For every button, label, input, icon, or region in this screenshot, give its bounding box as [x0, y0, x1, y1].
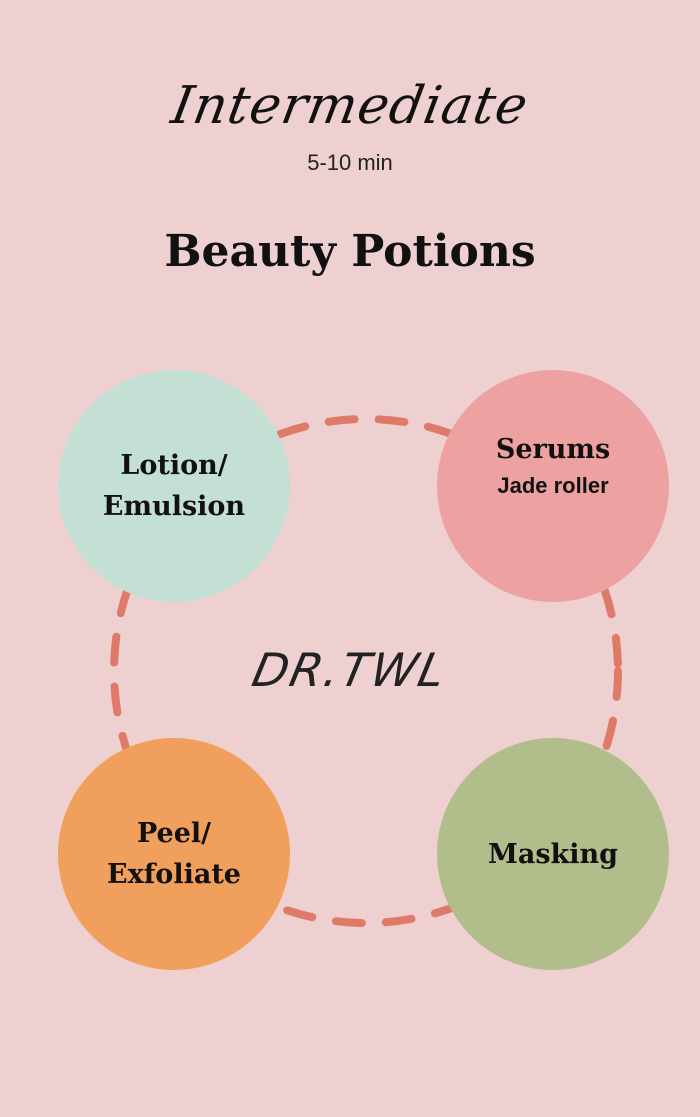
- brand-signature: DR.TWL: [247, 643, 453, 697]
- step-label: Peel/ Exfoliate: [107, 818, 241, 890]
- step-masking: Masking: [437, 738, 669, 970]
- step-label: Masking: [487, 838, 619, 870]
- step-serums: Serums Jade roller: [437, 370, 669, 602]
- step-label: Serums: [495, 433, 611, 465]
- duration-label: 5-10 min: [307, 150, 393, 175]
- page-title: Beauty Potions: [164, 226, 536, 277]
- dashed-cycle-ring: [110, 415, 622, 927]
- step-label: Lotion/ Emulsion: [102, 450, 246, 522]
- step-peel-exfoliate: Peel/ Exfoliate: [58, 738, 290, 970]
- step-lotion-emulsion: Lotion/ Emulsion: [58, 370, 290, 602]
- step-sublabel: Jade roller: [497, 472, 609, 498]
